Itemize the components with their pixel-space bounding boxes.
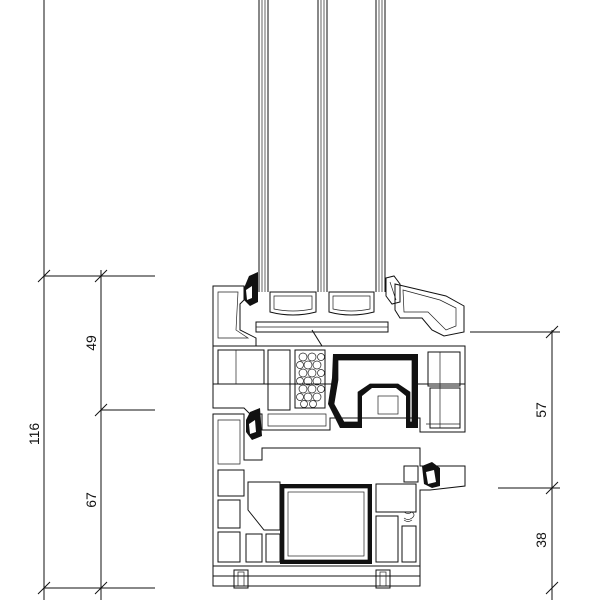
dim-label-lower-right: 38 [533,532,549,548]
sash-profile [212,283,466,433]
glazing-gasket-right [385,275,401,305]
dimension-lines [37,0,560,600]
rebate-gasket-right [422,462,440,488]
dim-label-lower-left: 67 [83,492,99,508]
glazing-gasket-left [244,272,258,306]
glazing-unit [255,0,389,347]
screw-channel [403,511,415,522]
frame-profile [212,413,466,589]
spacer-bars [269,291,375,316]
dim-label-upper-left: 49 [83,335,99,351]
glass-pane-middle [317,0,328,292]
glass-pane-right [375,0,386,292]
insulation-foam [296,352,325,408]
dim-label-total: 116 [26,423,42,446]
glass-pane-left [258,0,269,292]
dim-label-upper-right: 57 [533,402,549,418]
rebate-gasket-left [246,408,262,440]
